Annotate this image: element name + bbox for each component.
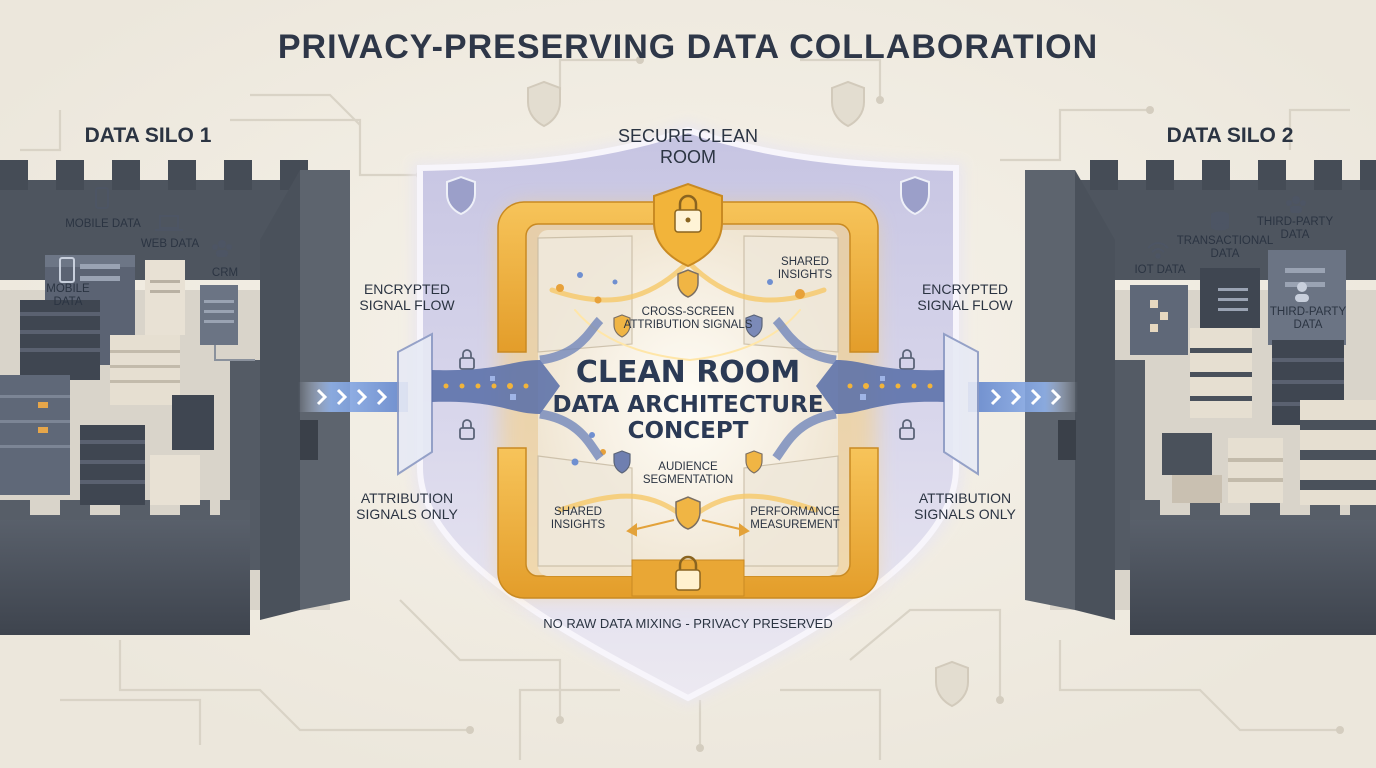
flow-right-top-label: ENCRYPTED SIGNAL FLOW [917,281,1013,314]
core-subtitle-line1: DATA ARCHITECTURE [552,392,824,418]
data-silo-right [1025,160,1376,635]
chevron-right-icon [990,388,1062,406]
silo-left-item: WEB DATA [140,238,200,250]
padlock-icon [459,349,915,440]
padlock-icon [631,555,745,597]
silo-right-title: DATA SILO 2 [1166,124,1294,147]
signal-label: AUDIENCE SEGMENTATION [642,461,734,487]
silo-left-title: DATA SILO 1 [84,124,212,147]
shield-icon [613,269,763,530]
signal-label: SHARED INSIGHTS [777,256,833,282]
core-title: CLEAN ROOM [575,355,801,390]
signal-label: CROSS-SCREEN ATTRIBUTION SIGNALS [623,306,753,332]
silo-left-item: MOBILE DATA [46,283,90,309]
encrypted-flow-left [298,316,604,476]
flow-left-top-label: ENCRYPTED SIGNAL FLOW [359,281,455,314]
silo-left-item: CRM [211,267,239,279]
chevron-right-icon [316,388,388,406]
padlock-icon [653,182,723,268]
signal-label: SHARED INSIGHTS [550,506,606,532]
silo-right-item: THIRD-PARTY DATA [1269,306,1347,332]
silo-right-item: IOT DATA [1134,264,1186,276]
footer-caption: NO RAW DATA MIXING - PRIVACY PRESERVED [543,616,833,631]
silo-left-item: MOBILE DATA [65,218,141,230]
silo-right-item: TRANSACTIONAL DATA [1176,235,1274,261]
flow-right-bottom-label: ATTRIBUTION SIGNALS ONLY [914,490,1016,523]
clean-room-label: SECURE CLEAN ROOM [617,126,759,167]
data-silo-left [0,160,350,635]
flow-left-bottom-label: ATTRIBUTION SIGNALS ONLY [356,490,458,523]
clean-room-shield [412,122,964,705]
core-subtitle-line2: CONCEPT [627,418,749,444]
encrypted-flow-right [772,316,1078,476]
signal-label: PERFORMANCE MEASUREMENT [750,506,840,532]
database-icon [1211,211,1229,231]
phone-icon [59,187,109,283]
wifi-icon [1147,242,1169,259]
page-title: PRIVACY-PRESERVING DATA COLLABORATION [277,28,1099,66]
circuit-traces [20,58,1350,760]
users-icon [1286,196,1306,213]
users-icon [212,240,232,257]
silo-right-item: THIRD-PARTY DATA [1256,216,1334,242]
laptop-icon [155,215,183,231]
user-icon [1295,282,1309,302]
